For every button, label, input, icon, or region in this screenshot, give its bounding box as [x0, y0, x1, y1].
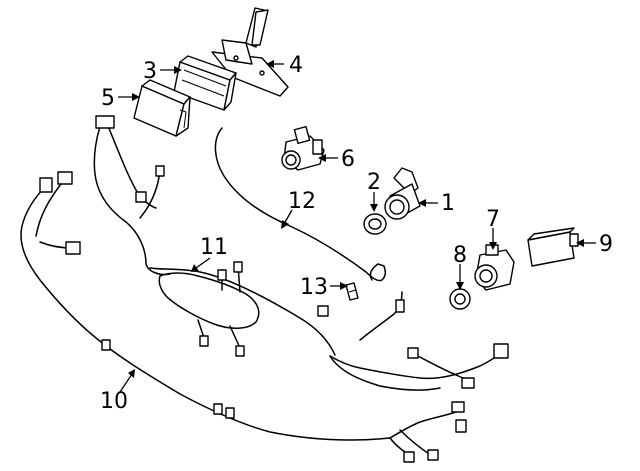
callout-8: 8: [453, 243, 467, 268]
callout-10: 10: [100, 389, 128, 414]
callout-5: 5: [101, 86, 115, 111]
callout-13: 13: [300, 275, 328, 300]
callout-12: 12: [288, 189, 316, 214]
part-2-retainer-ring[interactable]: [363, 213, 387, 235]
callout-1: 1: [441, 191, 455, 216]
part-9-module[interactable]: [527, 227, 579, 267]
part-10-main-harness[interactable]: [20, 115, 509, 463]
callout-labels: 3 4 5 6 2 1 12 7 9 11 8 13 10: [100, 53, 613, 414]
callout-11: 11: [200, 235, 228, 260]
part-3-control-module[interactable]: [173, 55, 237, 111]
part-1-sensor[interactable]: [384, 167, 421, 220]
part-12-rod[interactable]: [214, 127, 387, 282]
part-6-sensor[interactable]: [281, 125, 325, 171]
callout-7: 7: [486, 207, 500, 232]
part-11-harness[interactable]: [149, 261, 336, 357]
callout-3: 3: [143, 59, 157, 84]
leader-lines: [118, 60, 596, 393]
callout-6: 6: [341, 147, 355, 172]
callout-2: 2: [367, 170, 381, 195]
callout-4: 4: [289, 53, 303, 78]
part-8-retainer-ring[interactable]: [449, 288, 471, 310]
part-4-bracket[interactable]: [211, 7, 289, 97]
callout-9: 9: [599, 232, 613, 257]
part-13-clip[interactable]: [345, 282, 359, 301]
part-5-module-cover[interactable]: [133, 79, 191, 137]
part-7-sensor[interactable]: [474, 244, 515, 291]
